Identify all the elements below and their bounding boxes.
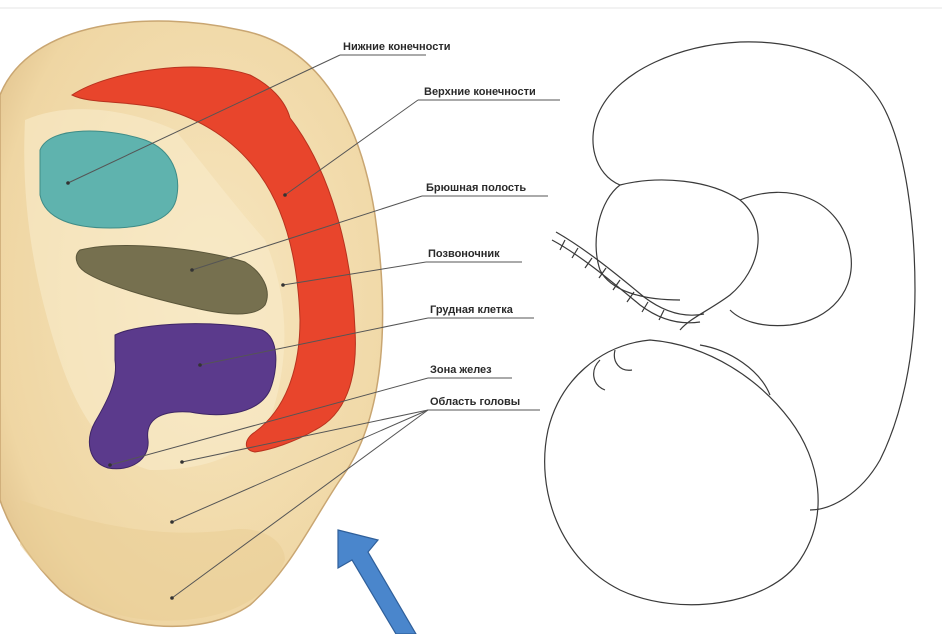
fetus-body-outline	[600, 42, 915, 510]
label-glands-zone: Зона желез	[430, 364, 492, 376]
zone-lower-limbs	[40, 131, 178, 228]
fetus-back-curve	[593, 110, 680, 300]
label-head-area: Область головы	[430, 396, 520, 408]
label-lower-limbs: Нижние конечности	[343, 41, 451, 53]
fetus-ear-detail	[594, 350, 632, 390]
blue-arrow	[338, 530, 416, 634]
label-spine: Позвоночник	[428, 248, 500, 260]
label-abdominal-cavity: Брюшная полость	[426, 182, 526, 194]
umbilical-cord	[552, 240, 700, 323]
label-upper-limbs: Верхние конечности	[424, 86, 536, 98]
fetus-head	[545, 340, 818, 605]
fetus-drawing	[545, 42, 915, 605]
fetus-leg	[730, 192, 851, 325]
label-chest: Грудная клетка	[430, 304, 514, 316]
fetus-arm	[620, 180, 758, 330]
